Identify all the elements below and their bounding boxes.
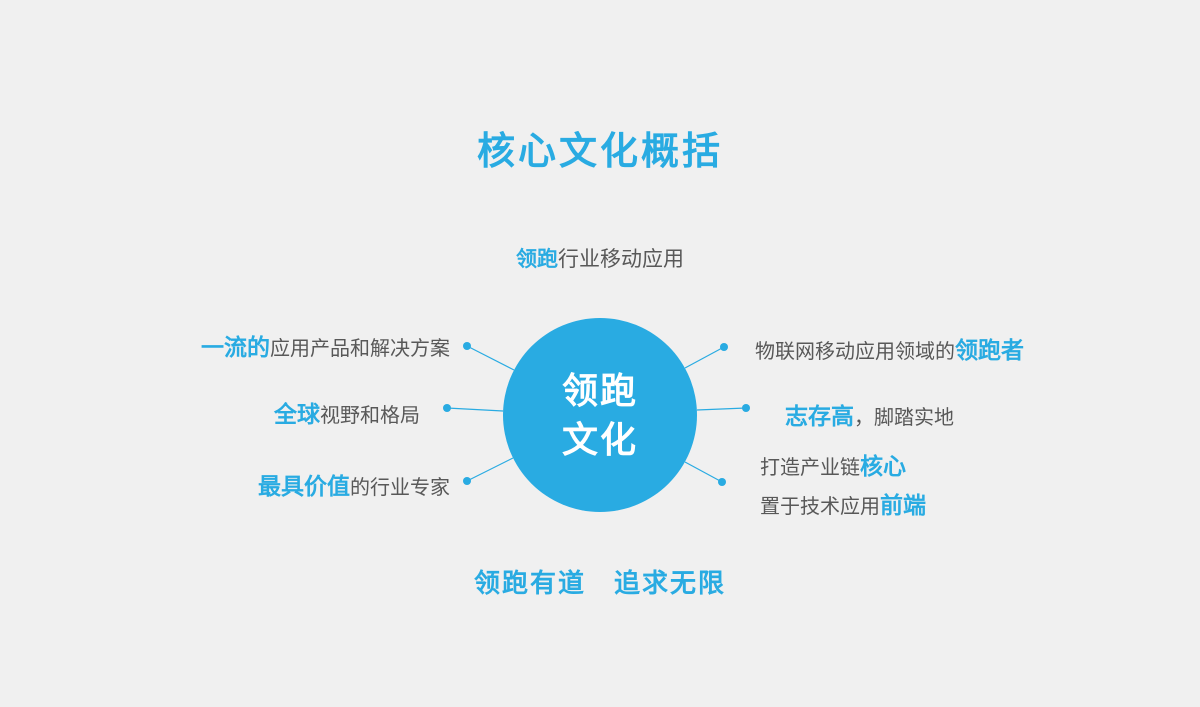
connector-line-upper-right: [684, 346, 725, 369]
right-item-2-text: ，脚踏实地: [854, 407, 954, 429]
left-item-1-text: 应用产品和解决方案: [270, 338, 450, 360]
connector-dot-mid-right: [742, 404, 750, 412]
left-item-1-highlight: 一流的: [201, 334, 270, 360]
left-item-3-text: 的行业专家: [350, 477, 450, 499]
center-circle-line1: 领跑: [561, 370, 638, 411]
connector-dot-mid-left: [443, 404, 451, 412]
right-item-3-line2-highlight: 前端: [880, 492, 926, 518]
right-item-1-text: 物联网移动应用领域的: [755, 341, 955, 363]
connector-dot-upper-left: [463, 342, 471, 350]
right-item-leader: 物联网移动应用领域的领跑者: [755, 331, 1024, 365]
left-item-2-text: 视野和格局: [320, 405, 420, 427]
right-item-industry-chain: 打造产业链核心 置于技术应用前端: [760, 448, 926, 526]
connector-line-upper-left: [466, 345, 515, 371]
center-circle: 领跑 文化: [503, 318, 697, 512]
connector-line-mid-left: [446, 407, 504, 412]
right-item-2-highlight: 志存高: [785, 403, 854, 429]
right-item-3-line2: 置于技术应用前端: [760, 487, 926, 526]
connector-line-lower-right: [684, 461, 723, 483]
connector-dot-lower-right: [718, 478, 726, 486]
left-item-3-highlight: 最具价值: [258, 473, 350, 499]
connector-dot-upper-right: [720, 343, 728, 351]
connector-line-mid-right: [696, 407, 747, 411]
right-item-3-line1-highlight: 核心: [860, 453, 906, 479]
top-caption: 领跑行业移动应用: [0, 243, 1200, 273]
footer-slogan: 领跑有道 追求无限: [473, 568, 726, 598]
right-item-3-line2-text: 置于技术应用: [760, 496, 880, 518]
top-caption-highlight: 领跑: [516, 248, 558, 271]
center-circle-line2: 文化: [561, 419, 638, 460]
page-title: 核心文化概括: [476, 131, 723, 173]
right-item-1-highlight: 领跑者: [955, 337, 1024, 363]
left-item-most-valuable: 最具价值的行业专家: [258, 467, 450, 501]
connector-dot-lower-left: [463, 477, 471, 485]
top-caption-text: 行业移动应用: [558, 248, 684, 271]
right-item-aspiration: 志存高，脚踏实地: [785, 397, 954, 431]
left-item-first-class: 一流的应用产品和解决方案: [201, 328, 450, 362]
right-item-3-line1-text: 打造产业链: [760, 457, 860, 479]
connector-line-lower-left: [466, 457, 514, 482]
right-item-3-line1: 打造产业链核心: [760, 448, 926, 487]
left-item-global: 全球视野和格局: [274, 395, 420, 429]
left-item-2-highlight: 全球: [274, 401, 320, 427]
